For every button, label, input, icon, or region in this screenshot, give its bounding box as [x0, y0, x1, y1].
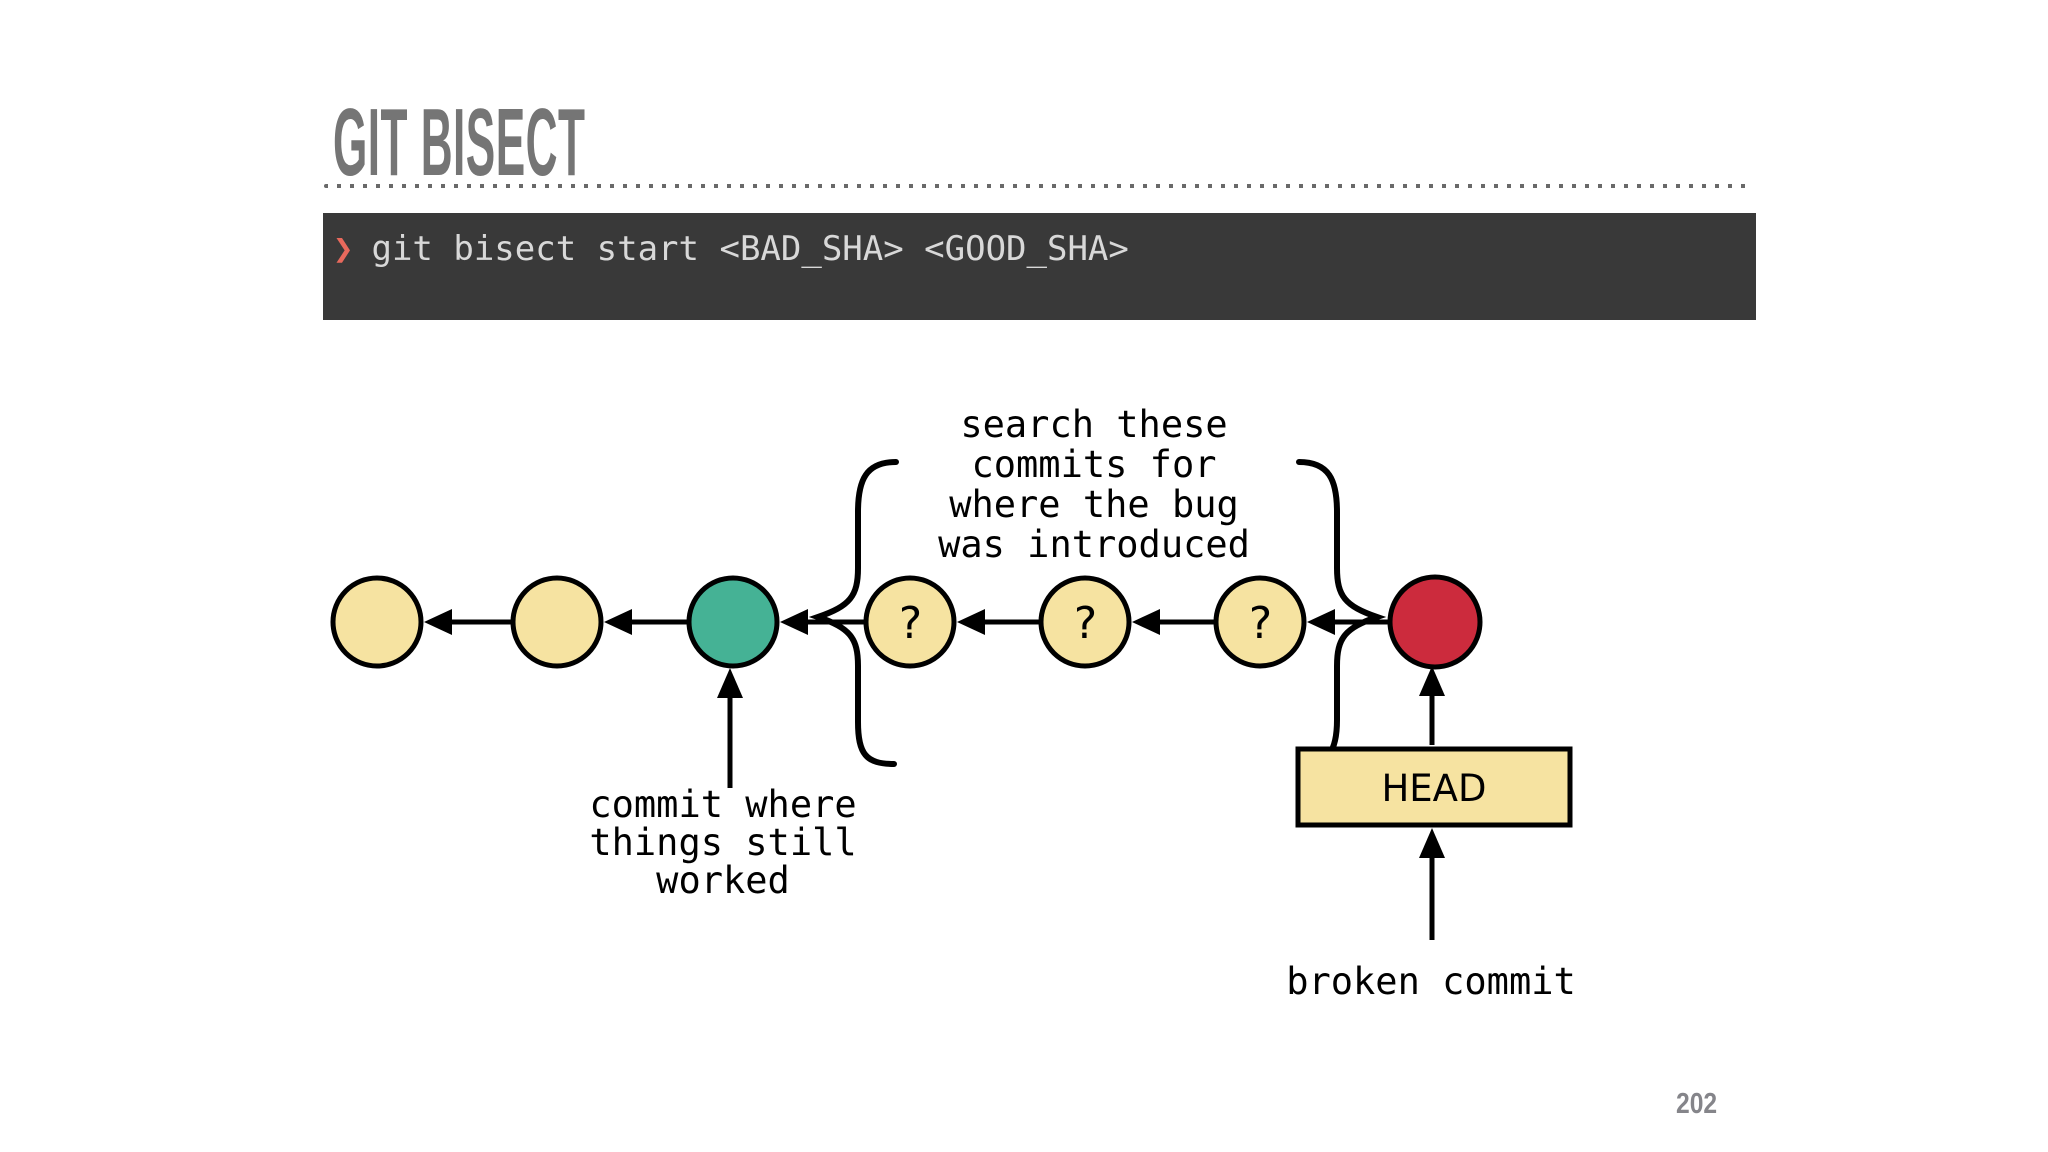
- question-mark-3: ?: [1247, 598, 1274, 649]
- commit-unknown-1: [863, 575, 957, 669]
- commit-nodes: [330, 574, 1483, 670]
- commit-broken: [1387, 574, 1483, 670]
- question-marks: ? ? ?: [897, 598, 1274, 649]
- question-mark-2: ?: [1072, 598, 1099, 649]
- head-box-label: HEAD: [1381, 767, 1486, 810]
- commit-old-2: [510, 575, 604, 669]
- head-box: [1295, 746, 1573, 828]
- commit-last-good: [686, 575, 780, 669]
- right-brace: [1296, 459, 1387, 771]
- commit-unknown-2: [1038, 575, 1132, 669]
- broken-commit-label: broken commit: [1286, 960, 1576, 1003]
- working-commit-label: commit where things still worked: [589, 783, 857, 902]
- commit-unknown-3: [1213, 575, 1307, 669]
- commit-old-1: [330, 575, 424, 669]
- dotted-divider: [324, 184, 1752, 188]
- terminal-prompt-icon: ❯: [333, 229, 354, 269]
- annotation-arrows: [717, 666, 1445, 940]
- commit-arrows: [424, 609, 1390, 635]
- terminal-code-block: ❯ git bisect start <BAD_SHA> <GOOD_SHA>: [323, 213, 1756, 320]
- terminal-command: git bisect start <BAD_SHA> <GOOD_SHA>: [371, 229, 1129, 269]
- search-commits-label: search these commits for where the bug w…: [938, 403, 1250, 566]
- question-mark-1: ?: [897, 598, 924, 649]
- left-brace: [808, 459, 899, 767]
- page-number: 202: [1676, 1088, 1718, 1120]
- page-title: GIT BISECT: [333, 89, 586, 196]
